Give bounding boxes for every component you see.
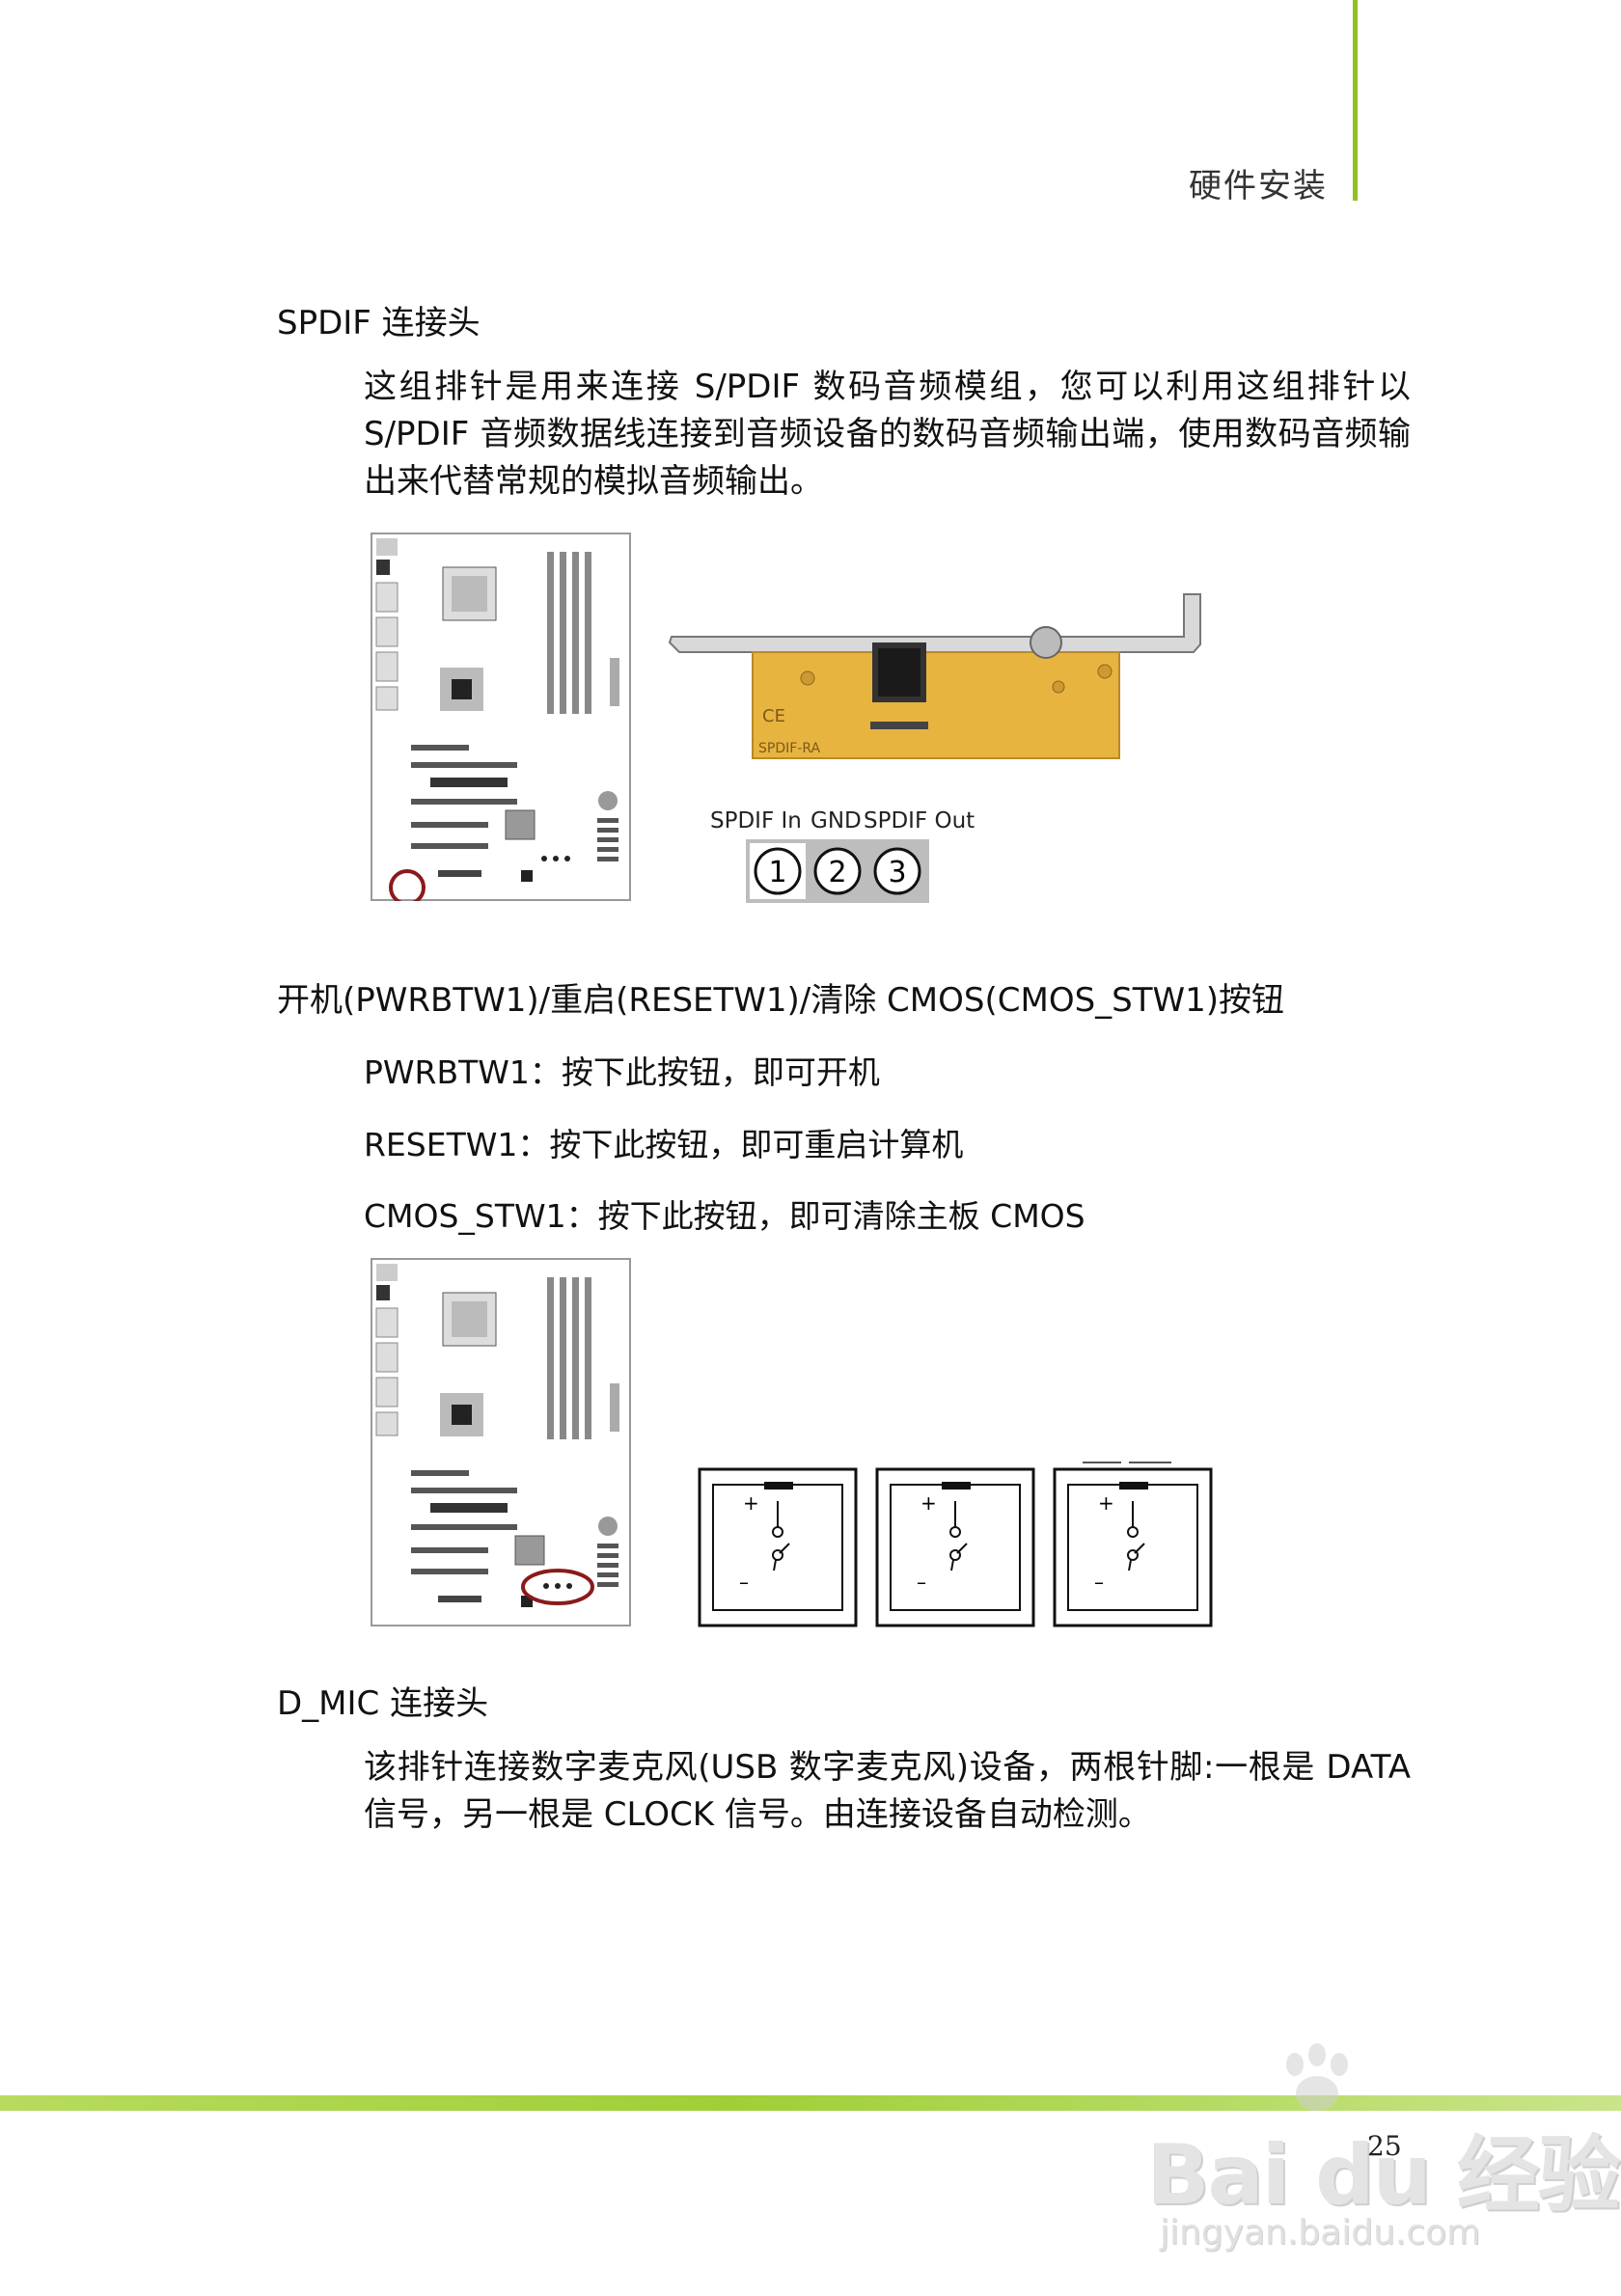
pin-3-number: 3 bbox=[888, 856, 906, 889]
spdif-pin-header: 1 2 3 bbox=[746, 839, 929, 903]
motherboard-diagram-spdif bbox=[371, 533, 631, 901]
pin-label-spdif-out: SPDIF Out bbox=[864, 808, 975, 834]
switch-symbol-pwrbtw1: + – bbox=[698, 1467, 858, 1627]
spdif-description: 这组排针是用来连接 S/PDIF 数码音频模组，您可以利用这组排针以 S/PDI… bbox=[364, 368, 1411, 501]
button-switch-symbols: + – + – + – bbox=[698, 1462, 1213, 1627]
svg-text:CE: CE bbox=[762, 706, 785, 726]
spdif-section-title: SPDIF 连接头 bbox=[277, 304, 481, 342]
cmos-stw1-description: CMOS_STW1：按下此按钮，即可清除主板 CMOS bbox=[364, 1197, 1085, 1235]
dmic-section-title: D_MIC 连接头 bbox=[277, 1684, 489, 1723]
baidu-watermark: Bai du 经验 jingyan.baidu.com bbox=[1146, 2043, 1621, 2255]
paw-icon bbox=[1286, 2043, 1348, 2111]
buttons-section-title: 开机(PWRBTW1)/重启(RESETW1)/清除 CMOS(CMOS_STW… bbox=[277, 981, 1285, 1020]
header-accent-line bbox=[1353, 0, 1358, 201]
svg-text:–: – bbox=[1094, 1571, 1104, 1594]
watermark-logo-text: Bai du 经验 bbox=[1146, 2127, 1621, 2224]
pin-1-number: 1 bbox=[768, 856, 786, 889]
spdif-header-highlight bbox=[389, 869, 426, 901]
svg-text:–: – bbox=[917, 1571, 926, 1594]
svg-text:SPDIF-RA: SPDIF-RA bbox=[758, 741, 821, 756]
switch-symbol-cmos-stw1: + – bbox=[1053, 1467, 1213, 1627]
svg-text:–: – bbox=[739, 1571, 749, 1594]
pin-2-number: 2 bbox=[828, 856, 846, 889]
watermark-url: jingyan.baidu.com bbox=[1160, 2213, 1481, 2253]
resetw1-description: RESETW1：按下此按钮，即可重启计算机 bbox=[364, 1126, 964, 1163]
svg-text:+: + bbox=[743, 1491, 759, 1515]
buttons-highlight bbox=[521, 1569, 594, 1605]
pin-label-spdif-in: SPDIF In bbox=[710, 808, 802, 834]
motherboard-diagram-buttons bbox=[371, 1258, 631, 1626]
page-header-title: 硬件安装 bbox=[1189, 167, 1328, 205]
switch-symbol-resetw1: + – bbox=[875, 1467, 1035, 1627]
pwrbtw1-description: PWRBTW1：按下此按钮，即可开机 bbox=[364, 1053, 880, 1091]
svg-text:+: + bbox=[920, 1491, 937, 1515]
dmic-description: 该排针连接数字麦克风(USB 数字麦克风)设备，两根针脚:一根是 DATA 信号… bbox=[364, 1748, 1411, 1834]
spdif-bracket-illustration: CE SPDIF-RA bbox=[668, 593, 1201, 759]
footer-green-band bbox=[0, 2095, 1621, 2111]
page-number: 25 bbox=[1367, 2130, 1402, 2162]
svg-text:+: + bbox=[1098, 1491, 1114, 1515]
pin-label-gnd: GND bbox=[810, 808, 862, 834]
